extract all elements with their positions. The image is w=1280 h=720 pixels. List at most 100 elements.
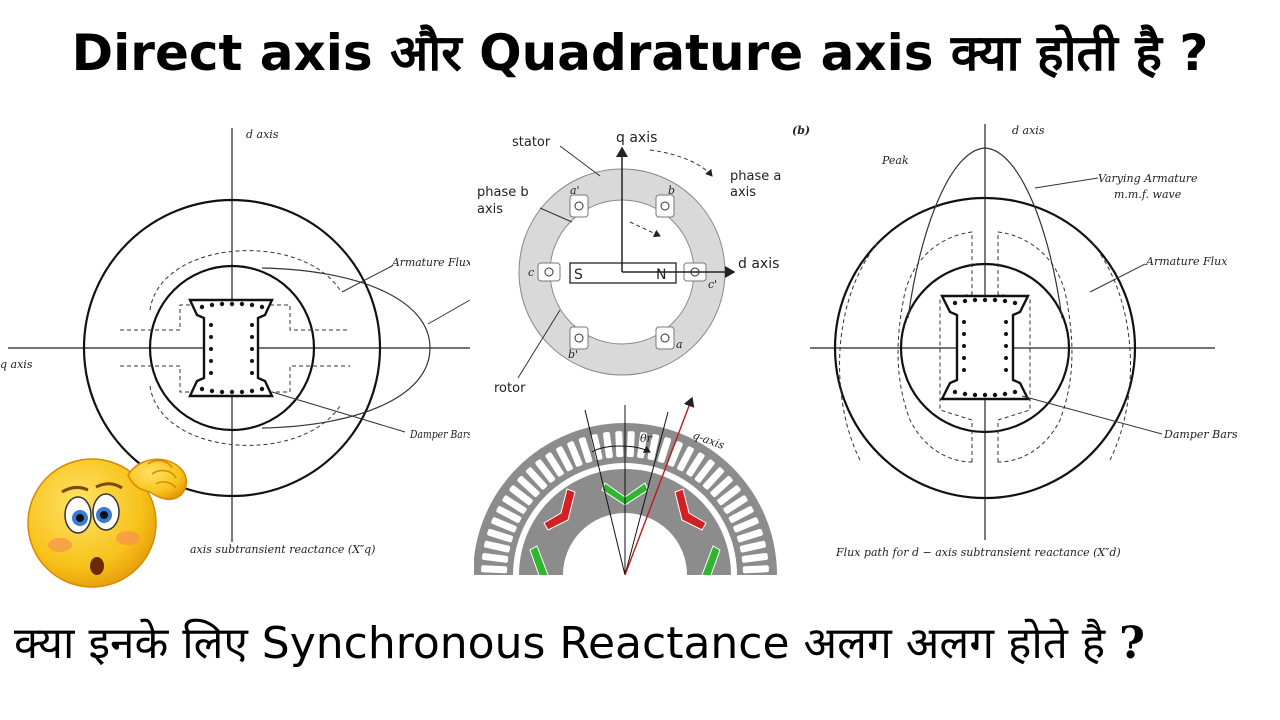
d-axis-label: d axis <box>738 256 779 272</box>
slot-c: c <box>528 266 534 279</box>
stator-slot <box>590 434 603 461</box>
pole-n: N <box>656 267 666 283</box>
axis-line-1 <box>584 409 626 575</box>
phase-a-direction <box>629 221 661 238</box>
stator-slot <box>567 441 583 467</box>
axis-line-3 <box>624 411 669 575</box>
stator-slot <box>710 475 733 498</box>
stator-slot <box>491 517 517 533</box>
stator-slot <box>736 528 763 543</box>
phase-b-leader <box>539 207 573 223</box>
stator-slot <box>481 565 508 574</box>
slot-conductor-marks <box>544 201 700 343</box>
slot-b: b <box>668 184 675 197</box>
stator-slot <box>694 459 715 483</box>
stator-slot <box>502 495 527 514</box>
left-flux-leader <box>341 265 393 293</box>
right-damper-label: Damper Bars <box>1163 428 1238 441</box>
right-flux-leader <box>1089 263 1146 293</box>
stator-slot <box>484 540 511 553</box>
mmf-wave <box>907 147 1063 319</box>
rotor-bar <box>569 262 677 284</box>
right-d-axis-label: d axis <box>1012 124 1045 137</box>
phase-a-label-1: phase a <box>730 169 781 184</box>
stator-slot <box>733 517 759 533</box>
stator-slot <box>535 459 556 483</box>
rotor-label: rotor <box>494 381 526 396</box>
rotor-leader <box>517 309 561 379</box>
left-armature-flux-label: Armature Flux <box>391 256 473 269</box>
center-top-figure: S N stator q axis phase a axis phase b a… <box>477 130 781 396</box>
stator-slot <box>496 506 522 523</box>
center-bottom-figure: q-axis θr <box>474 396 777 575</box>
slot-c1: c' <box>708 278 717 291</box>
slot-b1: b' <box>568 348 578 361</box>
right-dashed-outer-right <box>1089 239 1131 461</box>
stator-slot <box>647 434 660 461</box>
varying-label-1: Varying Armature <box>1098 172 1198 185</box>
right-outer-stator-circle <box>833 196 1137 500</box>
rotation-arc <box>649 149 713 177</box>
left-figure: d axis q axis Armature Flux Damper Bars … <box>0 128 473 556</box>
slot-a1: a' <box>570 184 580 197</box>
stator-slot <box>667 441 683 467</box>
left-q-axis-label: q axis <box>0 358 33 371</box>
stator-slot <box>517 475 540 498</box>
page-title: Direct axis और Quadrature axis क्या होती… <box>71 24 1209 82</box>
stator-slot <box>578 437 593 464</box>
peak-label: Peak <box>881 154 909 167</box>
page-subtitle: क्या इनके लिए Synchronous Reactance अलग … <box>14 612 1274 676</box>
theta-arc <box>591 445 651 453</box>
stator-slot <box>615 431 624 458</box>
stator-slot <box>686 452 705 477</box>
left-outer-stator-circle <box>82 198 382 498</box>
right-rotor-circle <box>899 262 1071 434</box>
left-rotor-circle <box>148 264 316 432</box>
stator-slot <box>482 552 509 563</box>
stator-slot <box>525 467 548 490</box>
phase-b-label-1: phase b <box>477 185 529 200</box>
right-figure: (b) d axis Peak Varying Armature m.m.f. … <box>792 124 1238 559</box>
varying-label-2: m.m.f. wave <box>1114 188 1182 201</box>
stator-slot <box>739 540 766 553</box>
phase-a-label-2: axis <box>730 185 756 200</box>
stator-teeth-slots <box>481 431 769 574</box>
panel-tag: (b) <box>792 124 810 137</box>
phase-b-label-2: axis <box>477 202 503 217</box>
q-axis-label: q axis <box>616 130 657 146</box>
stator-slot <box>741 552 768 563</box>
stator-slot <box>717 485 741 506</box>
slot-a: a <box>676 338 683 351</box>
stator-leader <box>559 145 601 177</box>
subtitle-text: क्या इनके लिए Synchronous Reactance अलग … <box>14 618 1106 669</box>
stator-slot <box>657 437 672 464</box>
subtitle-question-mark: ? <box>1119 618 1145 669</box>
left-loop-leader <box>427 299 471 325</box>
left-caption: axis subtransient reactance (X″q) <box>190 543 375 556</box>
theta-label: θr <box>640 432 653 445</box>
left-damper-label: Damper Bars <box>409 428 472 441</box>
q-axis-red-arrow <box>624 396 695 575</box>
stator-slot <box>487 528 514 543</box>
right-damper-leader <box>1021 395 1163 435</box>
stator-slot <box>742 565 769 574</box>
rotor-magnets <box>529 482 721 575</box>
left-damper-leader <box>271 391 406 433</box>
stator-slot <box>723 495 748 514</box>
left-damper-bars <box>199 301 265 395</box>
right-caption: Flux path for d − axis subtransient reac… <box>835 546 1121 559</box>
stator-slot <box>556 446 573 472</box>
right-armature-flux-label: Armature Flux <box>1145 255 1228 268</box>
stator-slot <box>509 485 533 506</box>
stator-slot <box>728 506 754 523</box>
stator-slot <box>702 467 725 490</box>
stator-slots <box>537 194 707 350</box>
stator-slot <box>677 446 694 472</box>
left-flux-loop <box>261 267 431 429</box>
right-damper-bars <box>952 297 1018 398</box>
stator-slot <box>545 452 564 477</box>
left-d-axis-label: d axis <box>246 128 279 141</box>
stator-slot <box>602 432 613 459</box>
right-dashed-outer-left <box>839 239 881 461</box>
